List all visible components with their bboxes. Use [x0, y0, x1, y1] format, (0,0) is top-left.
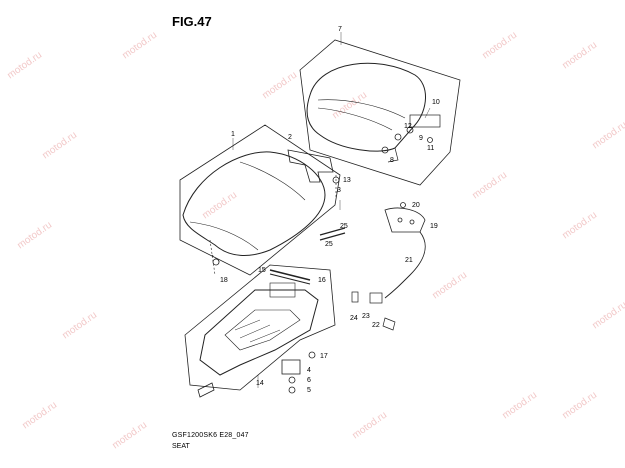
front-seat-pad	[182, 151, 326, 256]
figure-title: FIG.47	[172, 14, 212, 29]
callout-16: 16	[318, 277, 326, 284]
callout-22: 22	[372, 322, 380, 329]
callout-14: 14	[256, 380, 264, 387]
bracket-2	[287, 149, 334, 183]
callout-5: 5	[307, 387, 311, 394]
callout-19: 19	[430, 223, 438, 230]
figure-caption: SEAT	[172, 443, 190, 450]
callout-21: 21	[405, 257, 413, 264]
front-seat-panel	[179, 124, 341, 276]
rear-seat-panel	[299, 39, 461, 186]
callout-7: 7	[338, 26, 342, 33]
callout-3: 3	[337, 187, 341, 194]
callout-13: 13	[343, 177, 351, 184]
callout-25: 25	[325, 241, 333, 248]
callout-25-upper: 25	[340, 223, 348, 230]
callout-1: 1	[231, 131, 235, 138]
callout-17: 17	[320, 353, 328, 360]
callout-11: 11	[427, 145, 434, 152]
callout-8: 8	[390, 157, 394, 164]
callout-10: 10	[432, 99, 440, 106]
seat-base-panel	[184, 264, 336, 391]
callout-18: 18	[220, 277, 228, 284]
rear-seat-pad	[306, 62, 426, 152]
callout-24: 24	[350, 315, 358, 322]
callout-6: 6	[307, 377, 311, 384]
callout-4: 4	[307, 367, 311, 374]
callout-9: 9	[419, 135, 423, 142]
figure-code: GSF1200SK6 E28_047	[172, 432, 249, 439]
latch-19	[384, 207, 426, 233]
callout-20: 20	[412, 202, 420, 209]
callout-2: 2	[288, 134, 292, 141]
callout-15: 15	[258, 267, 266, 274]
callout-12: 12	[404, 123, 412, 130]
seat-base	[199, 289, 319, 376]
callout-23: 23	[362, 313, 370, 320]
